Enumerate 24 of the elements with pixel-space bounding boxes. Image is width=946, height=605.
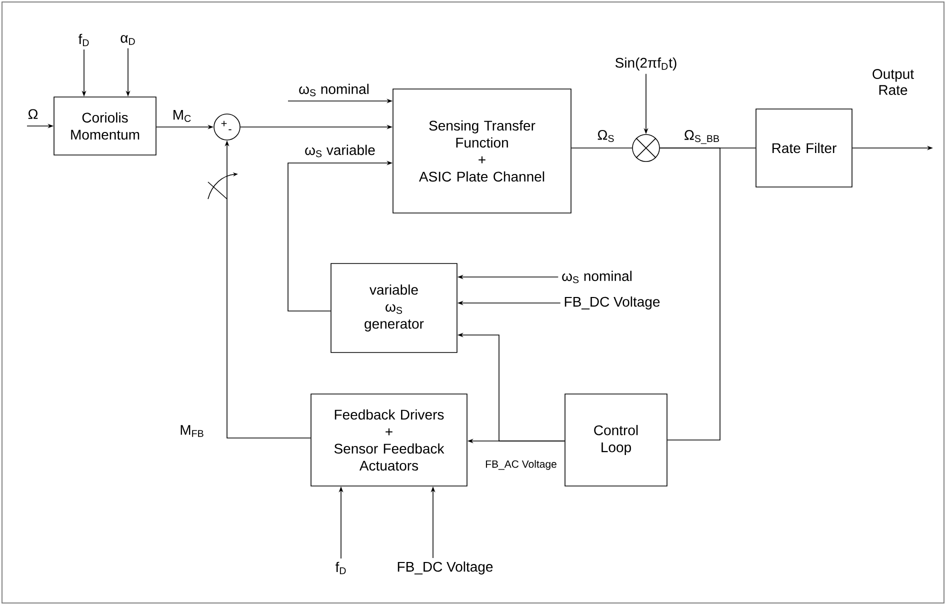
signal-label: α$_{D}$ — [120, 35, 135, 45]
signal-label: ω$_{S}$ nominal — [562, 270, 632, 284]
signal-label: Sin(2πf$_{D}$t) — [615, 57, 676, 71]
process-box: Feedback Drivers + Sensor Feedback Actuators — [310, 394, 468, 486]
signal-label: f$_{D}$ — [78, 34, 89, 46]
edge-label: Ω$_{S}$ — [596, 128, 616, 143]
process-box: Rate Filter — [756, 108, 852, 188]
edge-label: FB_AC Voltage — [484, 459, 558, 471]
process-box: Sensing Transfer Function + ASIC Plate Channel — [392, 88, 572, 214]
edge-label: Ω — [26, 108, 40, 120]
signal-label: f$_{D}$ — [335, 562, 346, 574]
process-box: variable ω$_{S}$ generator — [330, 263, 458, 353]
signal-label: FB_DC Voltage — [564, 296, 660, 310]
edge-label: ω$_{S}$ variable — [304, 144, 376, 158]
summing-junction: + - — [214, 114, 240, 140]
edge-label: M$_{FB}$ — [178, 424, 206, 438]
edge-label: ω$_{S}$ nominal — [298, 82, 370, 98]
edge-label: Ω$_{S_BB}$ — [683, 129, 722, 145]
process-box: Control Loop — [564, 394, 668, 486]
edge-label: M$_{C}$ — [171, 109, 193, 123]
process-box: Coriolis Momentum — [54, 96, 156, 156]
mixer-symbol — [632, 134, 660, 162]
edge-label: Output Rate — [862, 68, 924, 96]
signal-label: FB_DC Voltage — [398, 561, 493, 574]
